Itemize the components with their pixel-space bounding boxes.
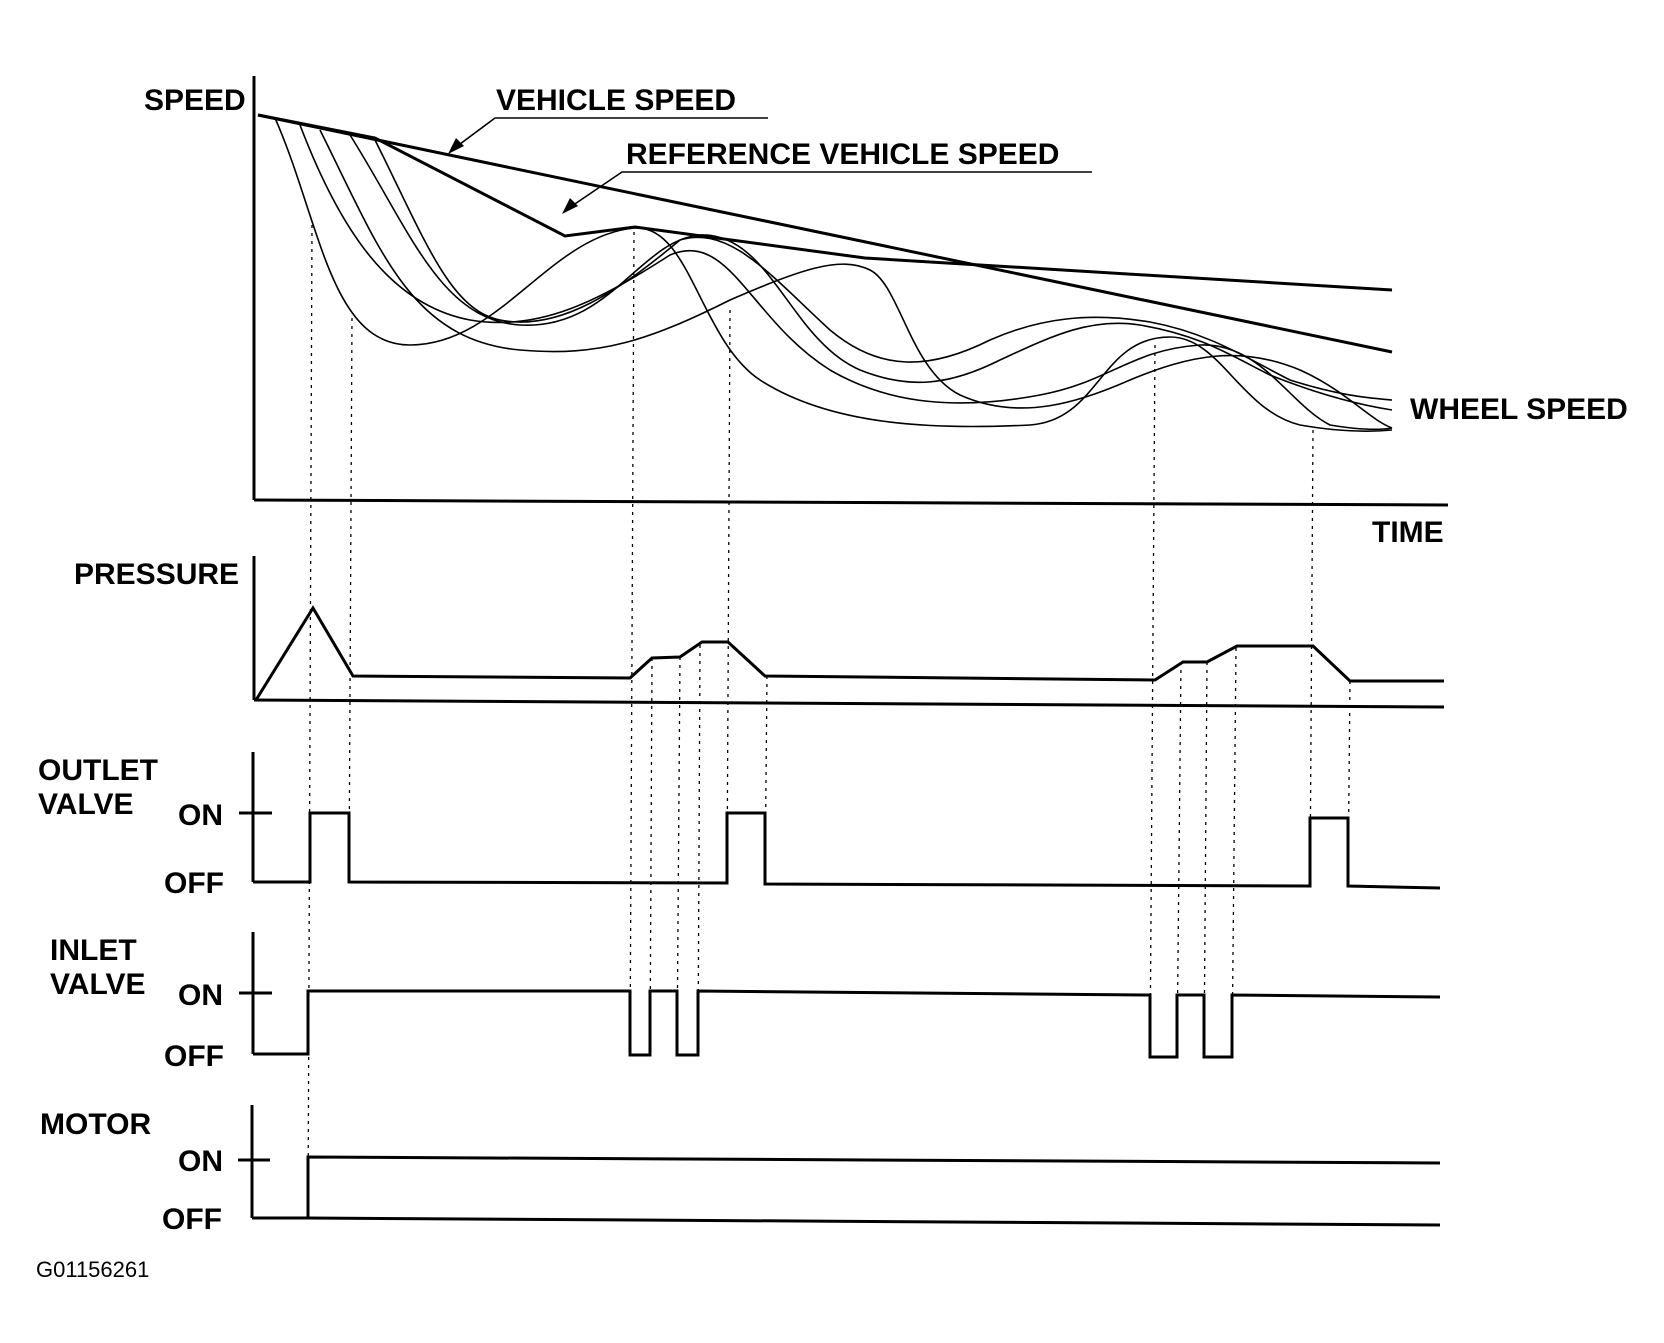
reference-vehicle-speed-arrowhead xyxy=(562,198,578,214)
vehicle-speed-line xyxy=(257,113,1393,354)
outlet-valve-off-label: OFF xyxy=(164,867,224,900)
timing-guide xyxy=(1203,661,1208,1058)
speed-panel xyxy=(252,76,1449,507)
inlet-valve-off-label: OFF xyxy=(164,1040,224,1073)
vehicle-speed-label: VEHICLE SPEED xyxy=(496,84,736,117)
motor-panel xyxy=(238,1105,1441,1227)
outlet-valve-label-line1: OUTLET xyxy=(38,754,158,787)
inlet-valve-panel xyxy=(239,932,1441,1059)
outlet-valve-on-label: ON xyxy=(178,799,223,832)
timing-guide xyxy=(1176,661,1182,1058)
reference-vehicle-speed-leader xyxy=(565,171,1092,211)
timing-guide xyxy=(1347,680,1351,887)
timing-guide xyxy=(307,224,313,1219)
motor-off-label: OFF xyxy=(162,1203,222,1236)
speed-axis-label: SPEED xyxy=(144,84,246,117)
wheel-speed-curve xyxy=(349,134,1393,411)
pressure-panel xyxy=(252,556,1445,709)
wheel-speed-curve xyxy=(319,129,1393,429)
outlet-valve-label-line2: VALVE xyxy=(38,788,134,821)
motor-on-label: ON xyxy=(178,1145,223,1178)
vehicle-speed-leader xyxy=(451,117,768,151)
inlet-valve-trace xyxy=(253,989,1441,1059)
pressure-trace xyxy=(254,605,1444,701)
outlet-valve-panel xyxy=(239,752,1441,890)
time-x-axis xyxy=(253,498,1449,507)
motor-label: MOTOR xyxy=(40,1108,151,1141)
wheel-speed-curves xyxy=(274,117,1393,432)
timing-guide xyxy=(676,656,681,1056)
inlet-valve-label-line2: VALVE xyxy=(50,968,146,1001)
wheel-speed-curve xyxy=(374,139,1393,401)
timing-guide xyxy=(629,231,635,1056)
motor-trace xyxy=(252,1155,1441,1220)
timing-guide-lines xyxy=(307,224,1351,1219)
pressure-label: PRESSURE xyxy=(74,558,239,591)
timing-guide xyxy=(348,317,353,883)
timing-guide xyxy=(764,675,768,885)
inlet-valve-on-label: ON xyxy=(178,979,223,1012)
timing-guide xyxy=(649,657,653,1056)
pressure-x-axis xyxy=(253,698,1445,709)
outlet-valve-trace xyxy=(253,811,1441,890)
wheel-speed-curve xyxy=(274,117,1393,432)
figure-id: G01156261 xyxy=(36,1257,149,1282)
wheel-speed-curve xyxy=(299,124,1393,431)
inlet-valve-label-line1: INLET xyxy=(50,934,137,967)
motor-off-baseline xyxy=(307,1216,1441,1227)
reference-vehicle-speed-line xyxy=(257,113,1393,292)
time-axis-label: TIME xyxy=(1372,516,1444,549)
reference-vehicle-speed-label: REFERENCE VEHICLE SPEED xyxy=(626,138,1059,171)
vehicle-speed-arrowhead xyxy=(448,138,464,154)
timing-guide xyxy=(1149,344,1156,1058)
wheel-speed-label: WHEEL SPEED xyxy=(1410,393,1628,426)
timing-guide xyxy=(726,309,731,884)
